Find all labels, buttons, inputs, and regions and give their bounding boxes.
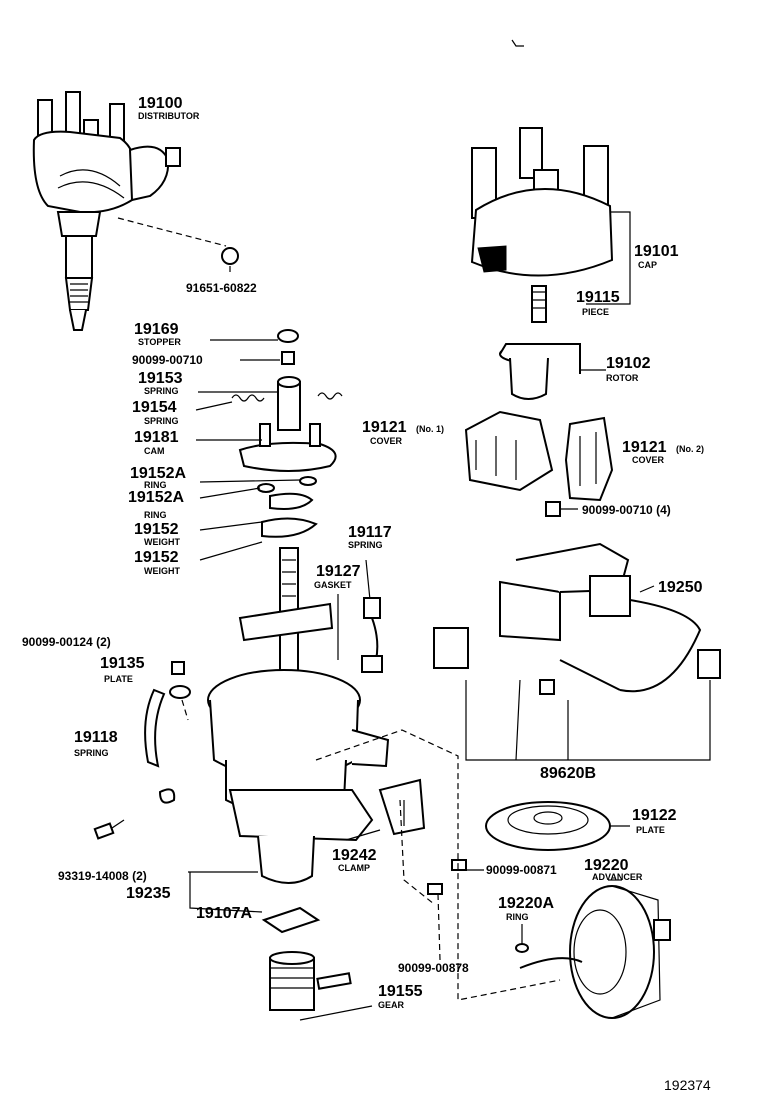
label-19152A-b-name: RING bbox=[144, 510, 167, 520]
label-19117-name: SPRING bbox=[348, 540, 383, 550]
label-19152A-a-name: RING bbox=[144, 480, 167, 490]
label-19100-name: DISTRIBUTOR bbox=[138, 111, 200, 121]
screw-00878-drawing bbox=[427, 883, 443, 895]
label-19154-number: 19154 bbox=[132, 399, 177, 416]
bolt-91651-icon bbox=[221, 247, 239, 265]
cam-drawing bbox=[231, 376, 343, 472]
label-19153-name: SPRING bbox=[144, 386, 179, 396]
label-19181-number: 19181 bbox=[134, 429, 179, 446]
label-19155-number: 19155 bbox=[378, 983, 423, 1000]
plate-19122-drawing bbox=[485, 801, 611, 851]
label-19118-name: SPRING bbox=[74, 748, 109, 758]
spring-19117-drawing bbox=[363, 597, 381, 619]
scan-mark bbox=[511, 39, 524, 47]
screw-90099-00710-drawing bbox=[281, 351, 295, 365]
advancer-19220-drawing bbox=[519, 885, 671, 1019]
label-19117-number: 19117 bbox=[348, 524, 392, 541]
label-19100-number: 19100 bbox=[138, 95, 183, 112]
label-91651-number: 91651-60822 bbox=[186, 281, 257, 295]
distributor-assembly-drawing bbox=[32, 91, 181, 331]
cover-no2-drawing bbox=[564, 416, 614, 502]
cover-no1-drawing bbox=[464, 410, 554, 492]
label-90099-00871-number: 90099-00871 bbox=[486, 863, 557, 877]
label-19101-name: CAP bbox=[638, 260, 657, 270]
stopper-drawing bbox=[277, 329, 299, 343]
label-19250-number: 19250 bbox=[658, 579, 703, 596]
label-19121-no2-suffix: (No. 2) bbox=[676, 444, 704, 454]
label-19169-number: 19169 bbox=[134, 321, 179, 338]
label-19121-no2-name: COVER bbox=[632, 455, 665, 465]
label-19121-no1-number: 19121 bbox=[362, 419, 407, 436]
label-19220A-name: RING bbox=[506, 912, 529, 922]
label-19169-name: STOPPER bbox=[138, 337, 181, 347]
screw-93319-drawing bbox=[93, 822, 115, 840]
ring-a-drawing bbox=[257, 483, 275, 493]
screw-00871-drawing bbox=[451, 859, 467, 871]
breaker-19250-drawing bbox=[499, 542, 721, 693]
ring-b-drawing bbox=[299, 476, 317, 486]
label-19102-name: ROTOR bbox=[606, 373, 639, 383]
label-19122-name: PLATE bbox=[636, 825, 665, 835]
label-19152-a-number: 19152 bbox=[134, 521, 179, 538]
ring-19220A-drawing bbox=[515, 943, 529, 953]
spring-19118-drawing bbox=[144, 688, 166, 768]
label-19107A-number: 19107A bbox=[196, 905, 252, 922]
label-19121-no2-number: 19121 bbox=[622, 439, 667, 456]
label-90099-00878-number: 90099-00878 bbox=[398, 961, 469, 975]
label-19135-number: 19135 bbox=[100, 655, 145, 672]
label-19220-name: ADVANCER bbox=[592, 872, 643, 882]
figure-number: 192374 bbox=[664, 1077, 711, 1093]
clamp-19242-drawing bbox=[378, 778, 426, 836]
label-19235-number: 19235 bbox=[126, 885, 171, 902]
connector-dashed bbox=[315, 729, 561, 1001]
label-19181-name: CAM bbox=[144, 446, 165, 456]
cap-19101-drawing bbox=[470, 127, 614, 277]
sensor-drawing bbox=[433, 627, 469, 669]
label-89620B-number: 89620B bbox=[540, 765, 596, 782]
label-19101-number: 19101 bbox=[634, 243, 679, 260]
label-19152-b-number: 19152 bbox=[134, 549, 179, 566]
label-90099-00710-number: 90099-00710 bbox=[132, 353, 203, 367]
label-19127-number: 19127 bbox=[316, 563, 361, 580]
weight-a-drawing bbox=[269, 492, 314, 510]
label-19155-name: GEAR bbox=[378, 1000, 405, 1010]
bracket-89620B bbox=[465, 680, 711, 761]
label-19115-name: PIECE bbox=[582, 307, 609, 317]
label-19220A-number: 19220A bbox=[498, 895, 554, 912]
label-93319-number: 93319-14008 (2) bbox=[58, 869, 147, 883]
bracket-19235 bbox=[188, 871, 263, 913]
label-19135-name: PLATE bbox=[104, 674, 133, 684]
label-19152A-a-number: 19152A bbox=[130, 465, 186, 482]
label-19102-number: 19102 bbox=[606, 355, 651, 372]
label-19220-number: 19220 bbox=[584, 857, 629, 874]
leader-91651 bbox=[117, 217, 227, 247]
label-19242-name: CLAMP bbox=[338, 863, 370, 873]
gear-19155-drawing bbox=[269, 951, 352, 1011]
label-19152-a-name: WEIGHT bbox=[144, 537, 180, 547]
label-19127-name: GASKET bbox=[314, 580, 352, 590]
piece-19115-drawing bbox=[531, 285, 547, 323]
housing-drawing bbox=[207, 669, 390, 884]
label-19122-number: 19122 bbox=[632, 807, 677, 824]
label-90099-00124-number: 90099-00124 (2) bbox=[22, 635, 111, 649]
label-19121-no1-name: COVER bbox=[370, 436, 403, 446]
label-19152-b-name: WEIGHT bbox=[144, 566, 180, 576]
label-90099-00710-4-number: 90099-00710 (4) bbox=[582, 503, 671, 517]
o-ring-19107A-drawing bbox=[261, 906, 321, 934]
label-19121-no1-suffix: (No. 1) bbox=[416, 424, 444, 434]
label-19153-number: 19153 bbox=[138, 370, 183, 387]
weight-b-drawing bbox=[261, 517, 318, 538]
label-19242-number: 19242 bbox=[332, 847, 377, 864]
rotor-19102-drawing bbox=[499, 343, 581, 400]
plate-19135-drawing bbox=[169, 685, 191, 699]
screw-00710-4-drawing bbox=[545, 501, 561, 517]
label-19118-number: 19118 bbox=[74, 729, 118, 746]
label-19154-name: SPRING bbox=[144, 416, 179, 426]
governor-plate-drawing bbox=[238, 602, 334, 642]
label-19115-number: 19115 bbox=[576, 289, 620, 306]
label-19152A-b-number: 19152A bbox=[128, 489, 184, 506]
